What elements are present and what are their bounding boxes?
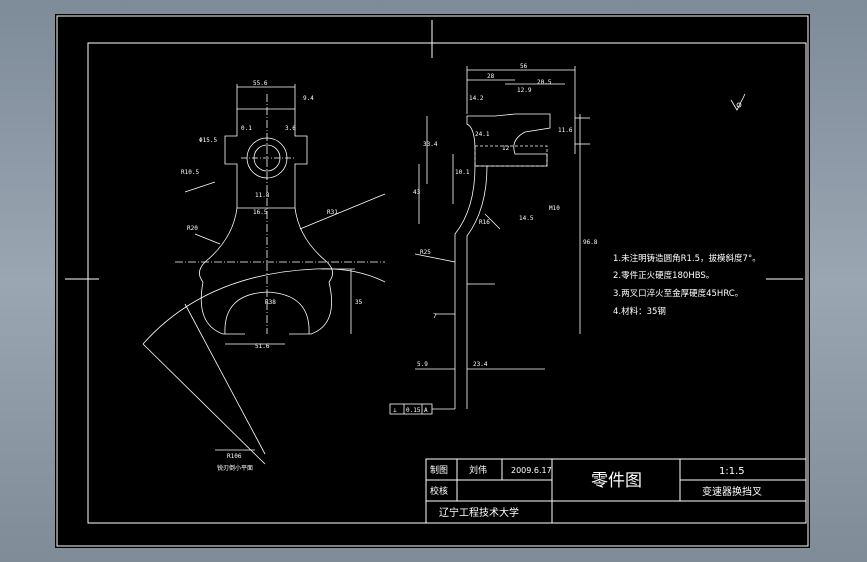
dim-left-14: R106 bbox=[227, 453, 242, 460]
side-view bbox=[389, 66, 746, 415]
outer-frame bbox=[56, 15, 809, 547]
dim-right-2: 28 bbox=[487, 73, 495, 80]
dim-left-11: R38 bbox=[265, 299, 276, 306]
title-block bbox=[425, 458, 807, 524]
dim-left-15: 锐刃倒小平面 bbox=[217, 464, 253, 472]
note-1: 1.未注明铸造圆角R1.5，拔模斜度7°。 bbox=[613, 253, 761, 264]
drawn-by: 刘伟 bbox=[469, 464, 487, 476]
dim-right-11: 43 bbox=[413, 189, 421, 196]
dim-left-13: 51.6 bbox=[255, 343, 270, 350]
drawing-sheet: 55.6 9.4 0.1 3.6 Φ15.5 R10.5 11.8 16.5 R… bbox=[55, 14, 810, 548]
drawing-type: 零件图 bbox=[591, 471, 642, 491]
drawn-label: 制图 bbox=[430, 464, 448, 476]
technical-notes: 1.未注明铸造圆角R1.5，拔模斜度7°。 2.零件正火硬度180HBS。 3.… bbox=[613, 253, 761, 317]
side-view-dims: 56 28 20.5 14.2 12.9 11.6 24.1 33.4 12 R… bbox=[393, 63, 598, 414]
dim-right-12: 10.1 bbox=[455, 169, 470, 176]
dim-right-9: 12 bbox=[502, 145, 510, 152]
dim-right-3: 20.5 bbox=[537, 79, 552, 86]
title-block-text: 制图 刘伟 2009.6.17 校核 零件图 1:1.5 变速器换挡叉 辽宁工程… bbox=[430, 464, 762, 519]
dim-right-16: 96.8 bbox=[583, 239, 598, 246]
dim-left-4: 3.6 bbox=[285, 125, 296, 132]
dim-left-6: R10.5 bbox=[181, 169, 199, 176]
check-label: 校核 bbox=[430, 485, 448, 497]
note-3: 3.两叉口淬火至金厚硬度45HRC。 bbox=[613, 288, 743, 299]
dim-right-8: 33.4 bbox=[423, 141, 438, 148]
note-2: 2.零件正火硬度180HBS。 bbox=[613, 270, 714, 281]
dim-left-2: 9.4 bbox=[303, 95, 314, 102]
tolerance-symbol: ⊥ bbox=[393, 407, 397, 414]
dim-right-7: 24.1 bbox=[475, 131, 490, 138]
drawing-scale: 1:1.5 bbox=[719, 466, 745, 477]
dim-left-8: 16.5 bbox=[253, 209, 268, 216]
school-name: 辽宁工程技术大学 bbox=[439, 506, 519, 519]
dim-right-15: R16 bbox=[479, 219, 490, 226]
note-4: 4.材料：35钢 bbox=[613, 306, 666, 317]
front-view-dims: 55.6 9.4 0.1 3.6 Φ15.5 R10.5 11.8 16.5 R… bbox=[181, 80, 363, 472]
dim-right-6: 11.6 bbox=[558, 127, 573, 134]
dim-left-1: 55.6 bbox=[253, 80, 268, 87]
dim-left-10: R31 bbox=[327, 209, 338, 216]
dim-left-12: 35 bbox=[355, 299, 363, 306]
dim-left-7: 11.8 bbox=[255, 192, 270, 199]
dim-right-14: 14.5 bbox=[519, 215, 534, 222]
dim-right-10: R25 bbox=[420, 249, 431, 256]
tolerance-datum: A bbox=[424, 407, 428, 414]
dim-left-5: Φ15.5 bbox=[199, 137, 217, 144]
drawing-date: 2009.6.17 bbox=[511, 466, 552, 475]
inner-frame bbox=[87, 42, 807, 524]
dim-right-17: 5.9 bbox=[417, 361, 428, 368]
cad-drawing: 55.6 9.4 0.1 3.6 Φ15.5 R10.5 11.8 16.5 R… bbox=[56, 15, 809, 547]
front-view bbox=[142, 84, 386, 465]
tolerance-value: 0.15 bbox=[406, 407, 421, 414]
dim-right-5: 12.9 bbox=[517, 87, 532, 94]
dim-right-13: M10 bbox=[549, 205, 560, 212]
dim-left-9: R20 bbox=[187, 225, 198, 232]
dim-right-1: 56 bbox=[520, 63, 528, 70]
dim-right-21: 7 bbox=[433, 313, 437, 320]
part-name: 变速器换挡叉 bbox=[702, 485, 762, 498]
dim-right-18: 23.4 bbox=[473, 361, 488, 368]
dim-left-3: 0.1 bbox=[241, 125, 252, 132]
dim-right-4: 14.2 bbox=[469, 95, 484, 102]
